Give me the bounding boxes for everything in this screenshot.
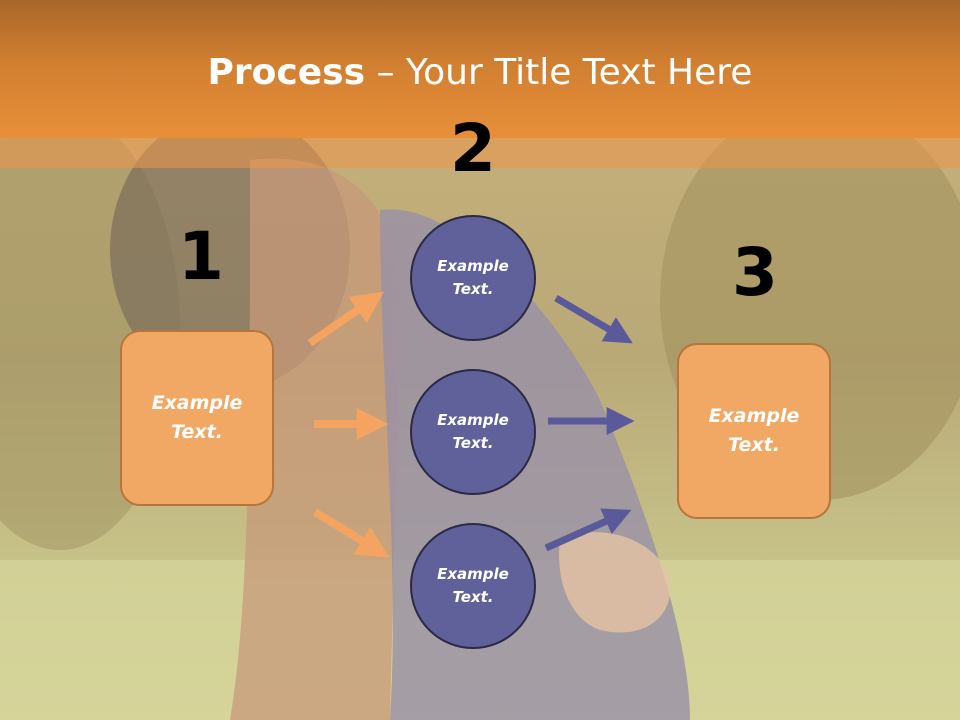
step-2-circle-3-label: Example Text. [437,565,509,606]
step-number-2: 2 [450,110,496,187]
step-2-circle-2-label: Example Text. [437,411,509,452]
step-2-circle-1: Example Text. [410,215,536,341]
step-2-circle-2: Example Text. [410,369,536,495]
step-3-label: Example Text. [708,405,800,456]
step-2-circle-3: Example Text. [410,523,536,649]
step-3-box: Example Text. [677,343,831,519]
step-1-label: Example Text. [151,392,243,443]
title-bold: Process [207,52,366,93]
title-rest: – Your Title Text Here [365,52,753,93]
arrow-2a-to-3 [554,294,633,344]
step-number-3: 3 [732,234,778,311]
step-1-box: Example Text. [120,330,274,506]
title-band-fade [0,138,960,168]
arrow-1-to-2a [307,291,384,347]
arrow-1-to-2c [312,508,390,558]
slide-title: Process – Your Title Text Here [0,52,960,93]
title-band [0,0,960,138]
arrow-2c-to-3 [544,508,632,552]
step-2-circle-1-label: Example Text. [437,257,509,298]
step-number-1: 1 [178,218,224,295]
